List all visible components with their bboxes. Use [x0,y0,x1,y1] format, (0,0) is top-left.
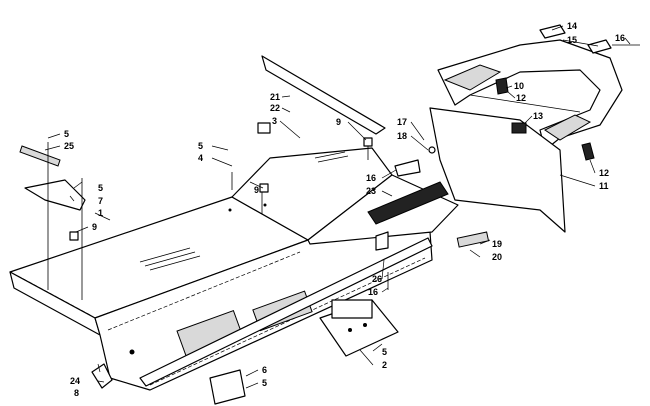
emblem-26 [375,231,389,251]
tunnel-assembly [9,147,459,391]
clip-12-right [581,142,595,161]
callout-18: 18 [397,131,407,141]
plate-19 [456,231,490,248]
handle-8 [91,363,113,389]
callout-1: 1 [98,208,103,218]
callout-9: 9 [254,185,259,195]
callout-25: 25 [64,141,74,151]
tab-21 [257,122,271,134]
decal-15 [587,39,612,54]
callout-13: 13 [533,111,543,121]
block-13 [511,122,527,134]
callout-16: 16 [368,287,378,297]
callout-12: 12 [516,93,526,103]
callout-5: 5 [198,141,203,151]
callout-15: 15 [567,35,577,45]
washer-18 [428,146,436,154]
callout-5: 5 [98,183,103,193]
callout-10: 10 [514,81,524,91]
callout-4: 4 [198,153,203,163]
callout-11: 11 [599,181,609,191]
callout-20: 20 [492,252,502,262]
rail [139,237,433,387]
callout-17: 17 [397,117,407,127]
decal-21-22 [261,55,386,135]
decal-14 [539,24,566,39]
callout-8: 8 [74,388,79,398]
bracket-2 [319,299,399,357]
callout-16: 16 [615,33,625,43]
callout-23: 23 [366,186,376,196]
callout-26: 26 [372,274,382,284]
callout-9: 9 [92,222,97,232]
bracket-7 [24,179,86,211]
callout-6: 6 [262,365,267,375]
callout-9: 9 [336,117,341,127]
bracket-16-mid [394,159,421,177]
callout-12: 12 [599,168,609,178]
callout-16: 16 [366,173,376,183]
callout-2: 2 [382,360,387,370]
badge-23 [367,181,449,225]
snow-flap-11 [429,107,566,233]
callout-7: 7 [98,196,103,206]
callout-22: 22 [270,103,280,113]
callout-3: 3 [272,116,277,126]
callout-24: 24 [70,376,80,386]
clip-12-top [495,77,509,95]
strip-25 [19,145,61,167]
callout-5: 5 [382,347,387,357]
fasteners [47,137,389,300]
callout-5: 5 [262,378,267,388]
callout-labels: 5 25 5 7 1 9 24 8 5 4 9 21 22 3 9 5 2 6 … [64,21,625,398]
callout-14: 14 [567,21,577,31]
callout-19: 19 [492,239,502,249]
callout-21: 21 [270,92,280,102]
callout-5: 5 [64,129,69,139]
leader-lines [44,25,631,389]
plate-6 [209,369,246,405]
